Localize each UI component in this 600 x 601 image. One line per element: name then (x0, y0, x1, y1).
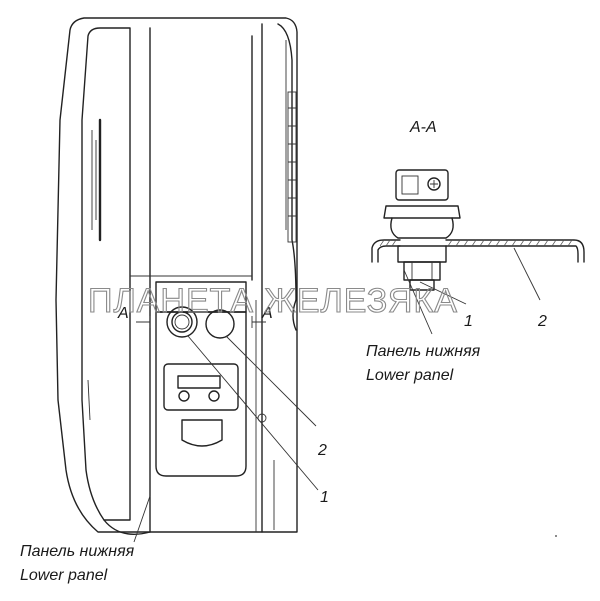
stray-dot (555, 535, 557, 537)
section-mark-left: А (117, 305, 129, 322)
main-callout-2: 2 (317, 442, 327, 459)
socket-section-drawing (371, 169, 585, 291)
main-leaders (133, 335, 319, 543)
section-callout-2: 2 (537, 313, 547, 330)
watermark-text: ПЛАНЕТА ЖЕЛЕЗЯКА (88, 282, 458, 320)
main-callout-1: 1 (320, 489, 329, 506)
cab-panel-drawing (55, 17, 298, 535)
main-label-en: Lower panel (20, 567, 108, 584)
section-callout-1: 1 (464, 313, 473, 330)
section-cut-line (136, 316, 266, 328)
section-mark-right: А (261, 305, 273, 322)
main-label-ru: Панель нижняя (20, 543, 135, 560)
section-leaders (403, 247, 541, 335)
section-label-ru: Панель нижняя (366, 343, 481, 360)
section-label-en: Lower panel (366, 367, 454, 384)
section-title: А-А (409, 119, 437, 136)
